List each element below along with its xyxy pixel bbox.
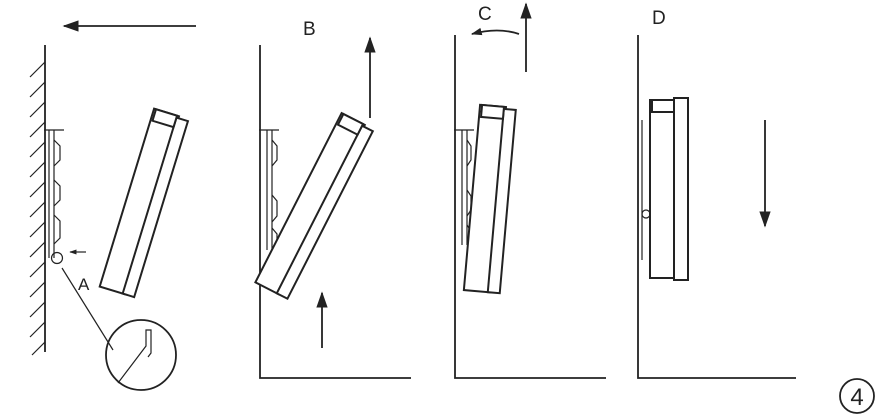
hook-point [50, 251, 64, 265]
corner-frame-c [454, 35, 606, 379]
step-label-b: B [303, 19, 316, 40]
panel-tilted-c [462, 103, 517, 295]
panel-mounted-d [641, 97, 689, 281]
detail-label-a: A [78, 275, 90, 294]
figure-number: 4 [850, 384, 863, 411]
wall-bracket [44, 129, 64, 258]
corner-frame-d [637, 35, 796, 379]
figure-number-badge: 4 [839, 378, 875, 414]
step-label-d: D [652, 8, 666, 29]
panel-tilted-a [98, 107, 190, 299]
wall-bracket-b [259, 129, 279, 251]
curved-arrow-icon [470, 27, 520, 36]
corner-frame-b [259, 45, 411, 379]
step-d: D [637, 8, 796, 379]
step-b: B [254, 19, 411, 379]
wall [29, 45, 46, 356]
step-label-c: C [478, 4, 492, 25]
panel-tilted-b [254, 111, 375, 301]
step-a: A [29, 20, 196, 391]
detail-magnifier [105, 319, 177, 391]
step-c: C [454, 2, 606, 379]
